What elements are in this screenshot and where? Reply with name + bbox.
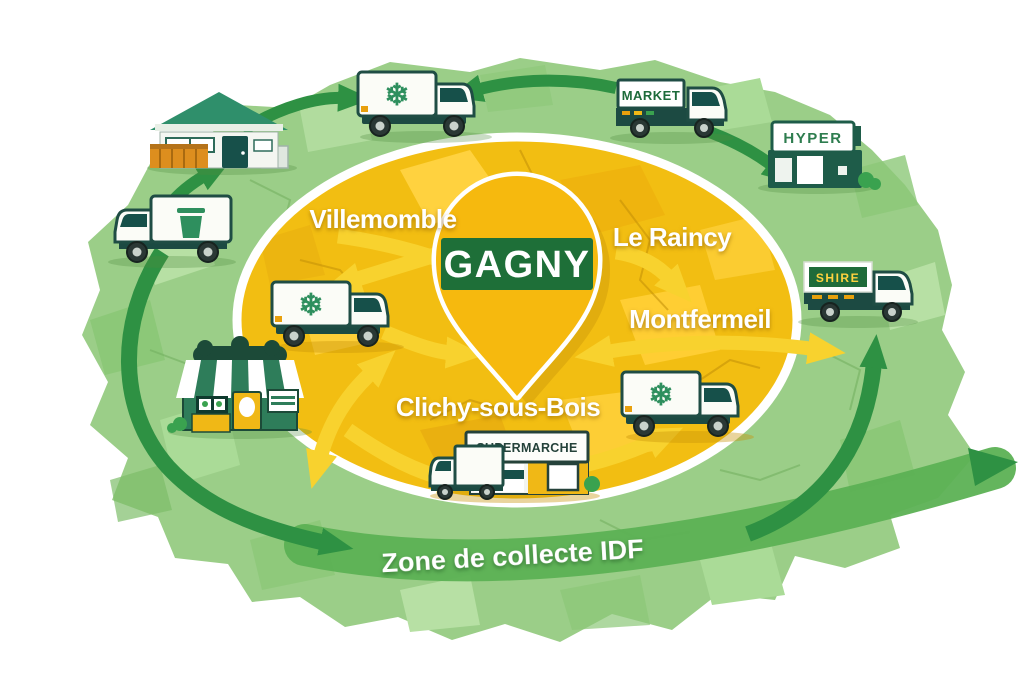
collection-truck [113,194,233,263]
city-label-villemomble: Villemomble [309,204,456,234]
waste-bin-icon [177,208,205,238]
produce-bin [191,413,231,433]
bush [584,476,600,492]
flow-arrow-yellow [574,332,846,367]
gagny-band [441,238,593,290]
zone-ribbon-band [284,447,1016,582]
hyper-sign-label: HYPER [783,130,842,147]
city-label-montfermeil: Montfermeil [629,304,771,334]
ribbon-end-arrowhead [968,448,1018,486]
warehouse-building [150,92,289,169]
market-truck: MARKET [616,78,728,138]
city-label-clichy-sous-bois: Clichy-sous-Bois [396,392,600,422]
flow-arrow-yellow [614,244,692,303]
awning-shop [167,336,304,433]
warehouse-pallets [150,149,208,168]
shire-sign-label: SHIRE [816,271,860,285]
market-sign-label: MARKET [622,88,681,103]
flow-arrow-yellow [306,350,396,489]
shire-truck: SHIRE [803,261,914,322]
flow-arrow-green [121,247,354,556]
flow-arrow-green [745,334,888,542]
delivery-van [428,444,505,500]
flow-arrow-yellow [381,325,484,369]
flow-arrow-green [449,74,618,102]
gagny-label: GAGNY [444,244,591,286]
gagny-map-pin: GAGNY [431,171,610,406]
warehouse-door [222,136,248,168]
hyper-store: HYPER [768,120,881,190]
city-label-le-raincy: Le Raincy [613,222,732,252]
